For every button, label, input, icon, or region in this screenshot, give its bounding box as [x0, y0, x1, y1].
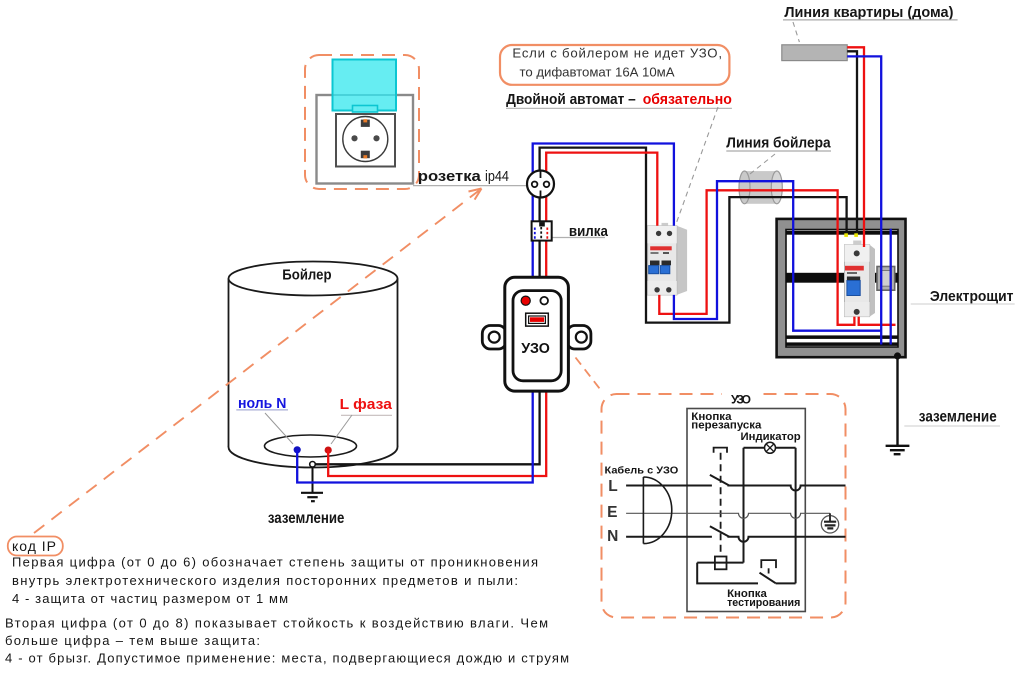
- svg-text:УЗО: УЗО: [521, 341, 550, 357]
- svg-text:вилка: вилка: [569, 224, 609, 240]
- svg-text:больше цифра – тем выше защита: больше цифра – тем выше защита:: [5, 633, 260, 648]
- svg-text:Линия бойлера: Линия бойлера: [726, 135, 831, 151]
- svg-text:код IP: код IP: [12, 538, 56, 554]
- svg-text:Индикатор: Индикатор: [741, 431, 801, 443]
- svg-text:Линия квартиры (дома): Линия квартиры (дома): [784, 5, 953, 21]
- svg-text:L: L: [608, 478, 617, 495]
- svg-text:Электрощит: Электрощит: [930, 289, 1014, 305]
- svg-text:Кнопка: Кнопка: [691, 411, 732, 423]
- svg-text:Кабель с УЗО: Кабель с УЗО: [605, 465, 679, 477]
- svg-text:Бойлер: Бойлер: [282, 268, 331, 284]
- svg-text:Если с бойлером не идет УЗО,: Если с бойлером не идет УЗО,: [512, 46, 722, 61]
- svg-text:4 - от брызг. Допустимое приме: 4 - от брызг. Допустимое применение: мес…: [5, 651, 569, 666]
- svg-text:ip44: ip44: [485, 169, 509, 185]
- svg-text:Первая цифра (от 0 до 6) обозн: Первая цифра (от 0 до 6) обозначает степ…: [12, 555, 538, 570]
- svg-text:Кнопка: Кнопка: [727, 588, 767, 600]
- svg-text:внутрь электротехнического изд: внутрь электротехнического изделия посто…: [12, 573, 518, 588]
- svg-text:УЗО: УЗО: [731, 392, 751, 406]
- svg-text:заземление: заземление: [919, 408, 997, 425]
- svg-text:обязательно: обязательно: [643, 92, 732, 108]
- svg-text:L фаза: L фаза: [340, 396, 393, 413]
- svg-text:тестирования: тестирования: [727, 597, 800, 609]
- svg-text:ноль N: ноль N: [238, 395, 286, 412]
- svg-text:заземление: заземление: [268, 510, 345, 527]
- svg-text:N: N: [607, 528, 618, 545]
- svg-text:перезапуска: перезапуска: [691, 419, 762, 431]
- svg-text:Вторая цифра (от 0 до 8) показ: Вторая цифра (от 0 до 8) показывает стой…: [5, 616, 548, 631]
- svg-text:розетка: розетка: [418, 169, 482, 185]
- svg-text:4 - защита от частиц размером: 4 - защита от частиц размером от 1 мм: [12, 591, 288, 606]
- svg-text:то дифавтомат 16А 10мА: то дифавтомат 16А 10мА: [520, 65, 675, 80]
- svg-text:E: E: [607, 504, 617, 521]
- svg-text:Двойной автомат –: Двойной автомат –: [506, 92, 636, 108]
